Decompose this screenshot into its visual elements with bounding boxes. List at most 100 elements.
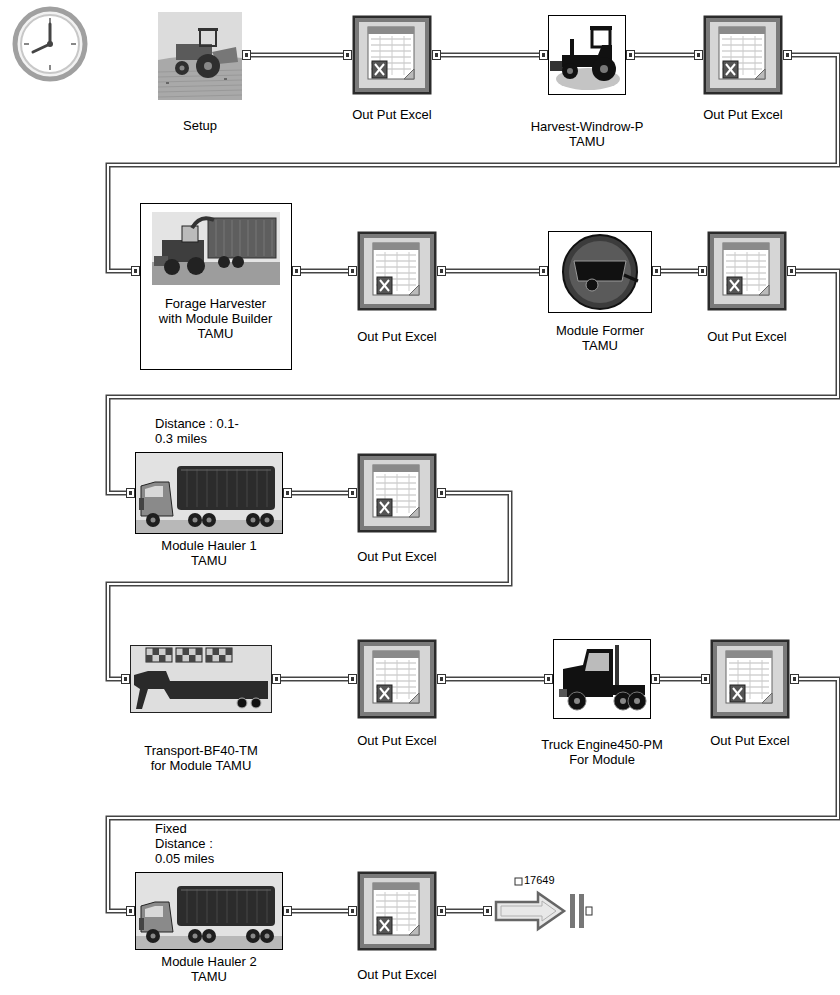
connector-port <box>124 677 127 681</box>
connector <box>438 675 553 684</box>
connector-port <box>344 51 352 60</box>
hauler-icon-shape <box>246 929 260 943</box>
setup-icon-shape <box>175 61 189 75</box>
block-label: Module Former TAMU <box>545 323 655 353</box>
excel-icon-shape <box>373 243 419 250</box>
excel-icon-shape <box>722 45 762 46</box>
excel-icon-shape <box>722 57 762 58</box>
exit-icon-shape <box>579 894 584 928</box>
hauler-icon-shape <box>151 518 156 523</box>
excel-icon-shape <box>706 18 780 92</box>
clock-tick <box>49 65 51 70</box>
excel-icon-shape <box>375 64 384 75</box>
transport-icon-shape <box>131 646 272 713</box>
connector-port <box>351 269 354 273</box>
excel-icon-shape <box>733 688 742 699</box>
former-icon-shape <box>549 232 652 313</box>
excel-icon-shape <box>376 255 416 256</box>
excel-icon-shape <box>358 232 437 311</box>
connector-port <box>438 489 446 498</box>
truck-icon-shape <box>574 698 580 704</box>
transport-icon-shape <box>237 698 247 708</box>
harvest-icon-shape <box>550 61 564 71</box>
setup-icon-shape <box>158 80 242 82</box>
excel-icon-shape <box>373 465 419 472</box>
connector-port <box>438 675 446 684</box>
former-icon <box>548 231 652 313</box>
connector-line <box>251 53 343 58</box>
transport-icon-shape <box>166 648 173 655</box>
excel-icon <box>357 871 437 951</box>
connector-port <box>540 51 548 60</box>
excel-icon-shape <box>409 660 410 699</box>
connector-line <box>660 677 701 682</box>
excel-icon-shape <box>360 642 434 716</box>
transport-block: Transport-BF40-TM for Module TAMU <box>130 645 272 713</box>
hauler-icon-shape <box>237 469 238 507</box>
excel-icon-shape <box>371 39 411 40</box>
connector-port <box>351 677 354 681</box>
connector-line <box>660 678 701 680</box>
exit-icon-shape <box>515 878 522 885</box>
excel-icon-shape <box>723 243 769 250</box>
transport-icon-shape <box>206 648 232 662</box>
output-excel-block: Out Put Excel <box>352 15 432 95</box>
forage-icon <box>152 212 280 285</box>
exit-icon <box>492 890 592 932</box>
connector-port <box>440 677 443 681</box>
truck-icon-shape <box>615 645 619 685</box>
block-label: Out Put Excel <box>342 967 452 982</box>
hauler-icon-shape <box>257 469 258 507</box>
connector-port <box>788 267 796 276</box>
excel-icon-shape <box>726 651 772 658</box>
connector-port <box>243 51 251 60</box>
excel-icon-shape <box>729 669 769 670</box>
hauler-icon-shape <box>141 482 173 516</box>
excel-icon <box>352 15 432 95</box>
hauler-icon-shape <box>227 469 228 507</box>
forage-icon-shape <box>208 218 276 258</box>
excel-icon-shape <box>726 267 766 268</box>
hauler-icon-shape <box>257 889 258 923</box>
hauler-icon-shape <box>202 929 216 943</box>
connector-port <box>655 269 658 273</box>
clock-icon <box>8 4 92 88</box>
forage-icon-shape <box>187 257 205 275</box>
connector-port <box>790 269 793 273</box>
setup-icon-shape <box>158 85 242 87</box>
connector-port <box>629 53 632 57</box>
excel-icon-shape <box>376 267 416 268</box>
hauler-icon-shape <box>177 466 275 510</box>
module-former-block: Module Former TAMU <box>548 231 652 313</box>
module-hauler-block: Distance : 0.1-0.3 milesModule Hauler 1 … <box>135 452 283 534</box>
harvest-icon-shape <box>592 29 610 47</box>
connector-port <box>349 489 357 498</box>
truck-engine-block: Truck Engine450-PM For Module <box>553 639 651 719</box>
hauler-icon-shape <box>187 469 188 507</box>
hauler-icon-shape <box>207 934 212 939</box>
excel-icon-shape <box>726 64 735 75</box>
forage-icon-shape <box>256 220 257 256</box>
transport-icon-shape <box>183 648 190 655</box>
connector-line <box>446 677 544 682</box>
transport-icon <box>130 645 272 713</box>
setup-icon-shape <box>158 75 242 77</box>
former-icon-shape <box>624 275 638 281</box>
output-excel-block: Out Put Excel <box>357 231 437 311</box>
excel-icon-shape <box>710 22 776 88</box>
connector-port <box>122 675 130 684</box>
connector-port <box>652 675 660 684</box>
clock-tick <box>49 18 51 23</box>
excel-icon <box>357 453 437 533</box>
excel-icon-shape <box>729 675 769 676</box>
excel-icon-shape <box>376 913 416 914</box>
excel-icon-shape <box>750 660 751 699</box>
forage-icon-shape <box>248 220 249 256</box>
truck-icon-shape <box>628 692 646 710</box>
truck-icon-shape <box>568 692 586 710</box>
forage-icon-shape <box>218 256 230 268</box>
excel-icon-shape <box>364 238 430 304</box>
output-excel-block: Out Put Excel <box>703 15 783 95</box>
excel-icon-shape <box>743 36 744 75</box>
excel-icon-shape <box>380 280 389 291</box>
